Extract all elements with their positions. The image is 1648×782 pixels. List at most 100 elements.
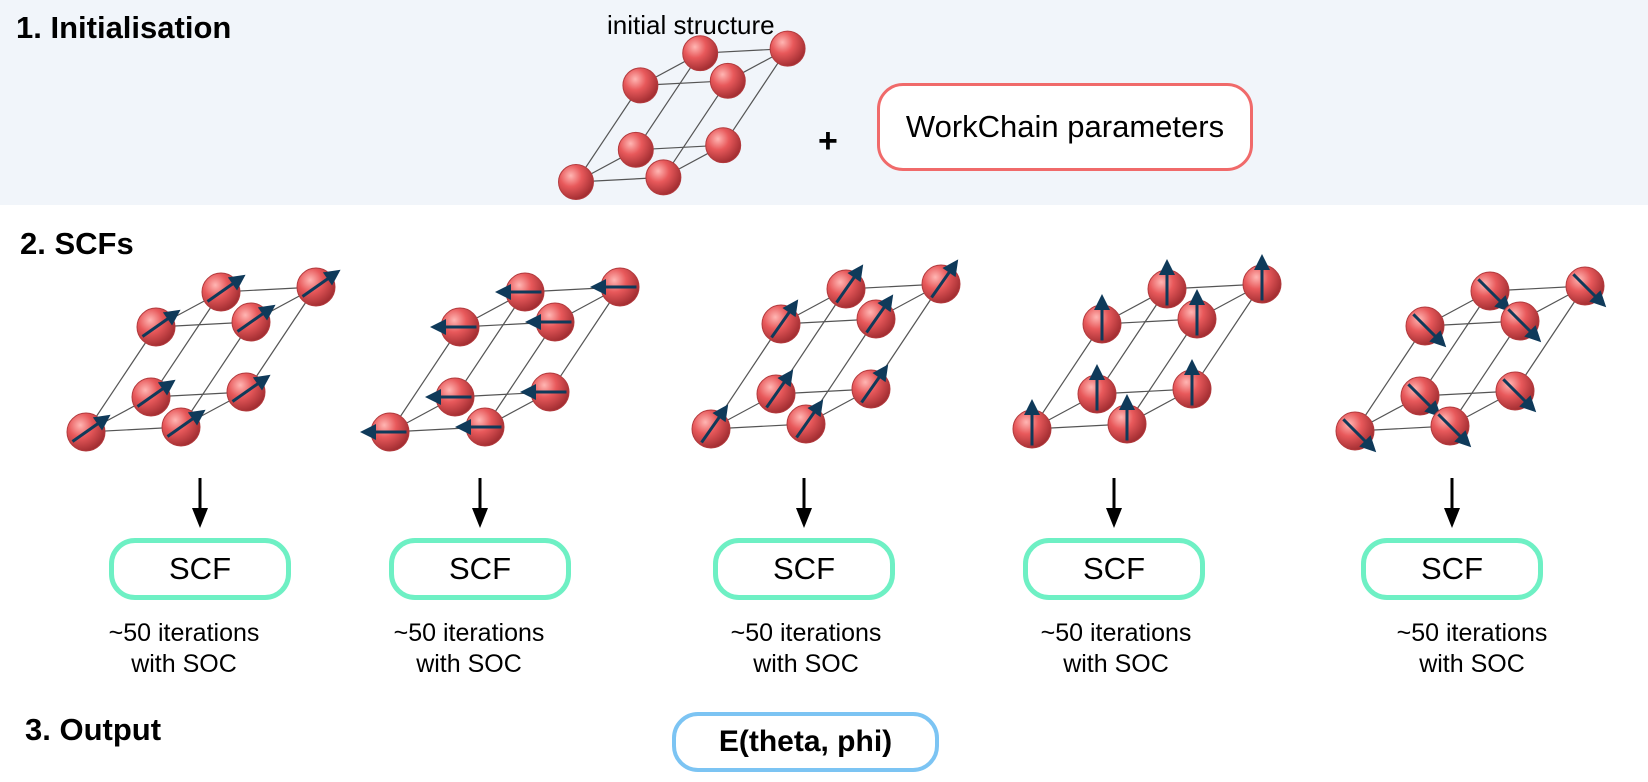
scf-lattice-2: [360, 267, 640, 452]
spin-arrow: [430, 319, 477, 335]
spin-arrow: [206, 274, 246, 303]
lattice-edge: [85, 326, 157, 433]
iteration-soc: with SOC: [131, 650, 237, 678]
scf-lattice-5: [1335, 266, 1607, 453]
spin-arrow: [930, 259, 959, 299]
iteration-count: ~50 iterations: [730, 619, 882, 647]
section-title-scfs: 2. SCFs: [20, 226, 134, 261]
spin-arrow: [1184, 359, 1200, 406]
lattice-edge: [1126, 318, 1198, 425]
iteration-note-2: ~50 iterations with SOC: [359, 618, 579, 680]
spin-arrow: [1254, 254, 1270, 301]
down-arrow-3: [796, 478, 812, 528]
spin-arrow: [520, 384, 567, 400]
output-energy-box: E(theta, phi): [672, 712, 939, 772]
lattice-edge: [549, 286, 621, 393]
scf-box-5: SCF: [1361, 538, 1543, 600]
spin-arrow: [700, 404, 729, 444]
lattice-edge: [575, 85, 641, 183]
lattice-edge: [1449, 320, 1521, 427]
workchain-parameters-box: WorkChain parameters: [877, 83, 1253, 171]
lattice-edge: [1514, 285, 1586, 392]
spin-arrow: [236, 304, 276, 333]
scf-box-2: SCF: [389, 538, 571, 600]
lattice-edge: [1354, 325, 1426, 432]
lattice-edge: [1419, 290, 1491, 397]
iteration-soc: with SOC: [416, 650, 522, 678]
iteration-count: ~50 iterations: [393, 619, 545, 647]
spin-arrow: [865, 294, 894, 334]
atom: [645, 159, 682, 196]
lattice-edge: [389, 326, 461, 433]
spin-arrow: [525, 314, 572, 330]
spin-arrow: [360, 424, 407, 440]
spin-arrow: [495, 284, 542, 300]
lattice-edge: [722, 48, 789, 146]
iteration-count: ~50 iterations: [108, 619, 260, 647]
spin-arrow: [860, 364, 889, 404]
spin-arrow: [1572, 273, 1607, 308]
spin-arrow: [1502, 378, 1537, 413]
lattice-group: [66, 30, 1607, 453]
lattice-edge: [454, 291, 526, 398]
down-arrow-2: [472, 478, 488, 528]
spin-arrow: [1119, 394, 1135, 441]
spin-arrow: [136, 379, 176, 408]
atom: [622, 67, 659, 104]
scf-box-1: SCF: [109, 538, 291, 600]
atom: [617, 131, 654, 168]
lattice-edge: [662, 80, 729, 178]
spin-arrow: [141, 309, 181, 338]
down-arrow-5: [1444, 478, 1460, 528]
lattice-edge: [1191, 283, 1263, 390]
section-title-output: 3. Output: [25, 712, 162, 747]
spin-arrow: [1089, 364, 1105, 411]
spin-arrow: [590, 279, 637, 295]
initial-structure-caption: initial structure: [607, 10, 775, 40]
scf-box-4: SCF: [1023, 538, 1205, 600]
iteration-note-5: ~50 iterations with SOC: [1362, 618, 1582, 680]
initial-structure-lattice: [558, 30, 806, 200]
scf-lattice-4: [1012, 254, 1282, 449]
iteration-note-1: ~50 iterations with SOC: [74, 618, 294, 680]
spin-arrow: [425, 389, 472, 405]
spin-arrow: [71, 414, 111, 443]
scf-lattice-3: [691, 259, 961, 449]
lattice-edge: [635, 52, 701, 151]
spin-arrow: [835, 264, 864, 304]
atom: [558, 164, 594, 200]
spin-arrow: [301, 269, 341, 298]
spin-arrow: [231, 374, 271, 403]
scf-box-3: SCF: [713, 538, 895, 600]
atom: [682, 35, 719, 72]
iteration-soc: with SOC: [1063, 650, 1169, 678]
scf-lattice-1: [66, 267, 341, 452]
lattice-edge: [245, 286, 317, 393]
iteration-count: ~50 iterations: [1396, 619, 1548, 647]
atom: [709, 62, 746, 99]
atom: [769, 30, 806, 67]
iteration-soc: with SOC: [753, 650, 859, 678]
spin-arrow: [1094, 294, 1110, 341]
spin-arrow: [795, 399, 824, 439]
iteration-note-3: ~50 iterations with SOC: [696, 618, 916, 680]
flow-arrows: [192, 478, 1460, 528]
spin-arrow: [1412, 313, 1447, 348]
spin-arrow: [1507, 308, 1542, 343]
spin-arrow: [1159, 259, 1175, 306]
down-arrow-1: [192, 478, 208, 528]
lattice-edge: [180, 321, 252, 428]
lattice-edge: [150, 291, 222, 398]
lattice-edge: [1031, 323, 1103, 430]
spin-arrow: [455, 419, 502, 435]
initialisation-background: [0, 0, 1648, 205]
spin-arrow: [770, 299, 799, 339]
down-arrow-4: [1106, 478, 1122, 528]
spin-arrow: [1342, 418, 1377, 453]
atom: [705, 127, 742, 164]
spin-arrow: [1024, 399, 1040, 446]
spin-arrow: [1189, 289, 1205, 336]
iteration-soc: with SOC: [1419, 650, 1525, 678]
